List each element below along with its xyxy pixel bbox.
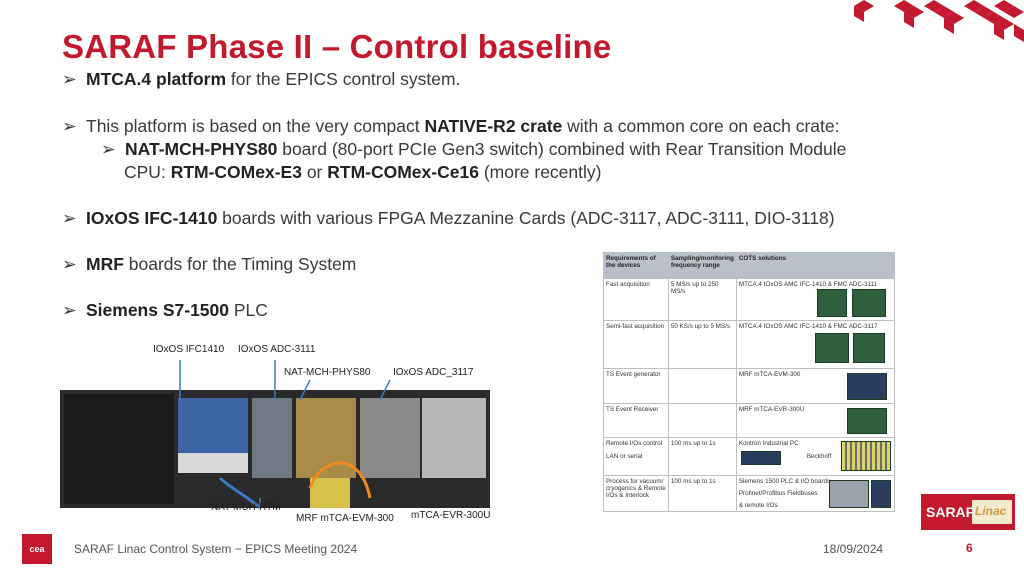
bullet-text: boards with various FPGA Mezzanine Cards…: [217, 208, 835, 228]
bullet-arrow-icon: ➢: [62, 300, 77, 320]
logo-text: Linac: [972, 500, 1012, 524]
table-row: Remote I/Os control LAN or serial 100 ms…: [603, 437, 896, 476]
bullet-arrow-icon: ➢: [62, 208, 77, 228]
bullet-bold: NAT-MCH-PHYS80: [125, 139, 278, 159]
board-image: [814, 333, 849, 363]
bullet-bold: RTM-COMex-Ce16: [327, 162, 479, 182]
photo-label-phys80: NAT-MCH-PHYS80: [284, 367, 371, 378]
table-row: TS Event Receiver MRF mTCA-EVR-300U: [603, 403, 896, 438]
table-cell: 5 MS/s up to 250 MS/s: [667, 278, 737, 321]
table-header-row: Requirements of the devices Sampling/mon…: [603, 252, 896, 279]
bullet-ioxos: ➢ IOxOS IFC-1410 boards with various FPGA…: [62, 207, 835, 230]
bullet-mtca-platform: ➢ MTCA.4 platform for the EPICS control s…: [62, 68, 460, 91]
table-cell-cots: Kontron Industrial PC Beckhoff: [735, 437, 896, 476]
table-cell: [667, 368, 737, 404]
table-row: Semi-fast acquisition 50 KS/s up to 5 MS…: [603, 320, 896, 369]
bullet-bold: Siemens S7-1500: [86, 300, 230, 320]
bullet-siemens: ➢ Siemens S7-1500 PLC: [62, 299, 268, 322]
subbullet-continuation: CPU: RTM-COMex-E3 or RTM-COMex-Ce16 (mor…: [124, 161, 601, 184]
bullet-native-crate: ➢ This platform is based on the very comp…: [62, 115, 839, 138]
bullet-text: CPU:: [124, 162, 171, 182]
table-cell-cots: MTCA.4 IOxOS AMC IFC-1410 & FMC ADC-3117: [735, 320, 896, 369]
table-cell: TS Event generator: [603, 368, 669, 404]
bullet-text: PLC: [229, 300, 268, 320]
bullet-bold: IOxOS IFC-1410: [86, 208, 218, 228]
photo-label-ifc1410: IOxOS IFC1410: [153, 344, 225, 355]
table-cell: 50 KS/s up to 5 MS/s: [667, 320, 737, 369]
photo-label-adc3111: IOxOS ADC-3111: [238, 344, 316, 355]
table-cell-text: & remote I/Os: [738, 502, 778, 509]
bullet-text: boards for the Timing System: [123, 254, 357, 274]
table-cell-cots: Siemens 1500 PLC & I/O boards Profinet/P…: [735, 475, 896, 512]
page-number: 6: [966, 541, 973, 555]
table-header: Requirements of the devices: [603, 252, 669, 279]
logo-text: SARAF: [926, 504, 975, 520]
table-cell-text: Kontron Industrial PC: [738, 440, 799, 447]
plc-image: [828, 480, 869, 508]
table-cell-text: Remote I/Os control: [606, 440, 662, 447]
industrial-pc-image: [740, 451, 781, 465]
table-cell: Semi-fast acquisition: [603, 320, 669, 369]
table-cell: [667, 403, 737, 438]
bullet-arrow-icon: ➢: [101, 139, 116, 159]
cea-logo: cea: [22, 534, 52, 564]
bullet-text: board (80-port PCIe Gen3 switch) combine…: [277, 139, 847, 159]
board-image: [846, 373, 887, 400]
board-image: [851, 289, 886, 317]
table-cell-text: LAN or serial: [606, 453, 643, 460]
board-image: [846, 408, 887, 434]
hardware-crate-photo: IOxOS IFC1410 IOxOS ADC-3111 NAT-MCH-PHY…: [60, 338, 505, 528]
table-cell-cots: MRF mTCA-EVM-300: [735, 368, 896, 404]
bullet-text: or: [301, 162, 328, 182]
decorative-cube-pattern: [854, 0, 1024, 42]
photo-label-evm: MRF mTCA-EVM-300: [296, 513, 394, 524]
photo-label-rtm: NAT-MCH-RTM: [211, 502, 281, 513]
table-row: TS Event generator MRF mTCA-EVM-300: [603, 368, 896, 404]
saraf-logo: SARAF Linac: [921, 494, 1015, 530]
photo-label-adc3117: IOxOS ADC_3117: [393, 367, 474, 378]
table-cell-text: MTCA.4 IOxOS AMC IFC-1410 & FMC ADC-3117: [738, 323, 878, 330]
subbullet-nat-mch: ➢ NAT-MCH-PHYS80 board (80-port PCIe Gen3…: [101, 138, 846, 161]
io-modules-image: [840, 441, 891, 471]
table-cell-text: Profinet/Profibus Fieldbuses: [738, 490, 818, 497]
bullet-bold: MTCA.4 platform: [86, 69, 226, 89]
slide-title: SARAF Phase II – Control baseline: [62, 28, 612, 65]
bullet-bold: RTM-COMex-E3: [170, 162, 302, 182]
bullet-text: This platform is based on the very compa…: [86, 116, 425, 136]
table-cell: 100 ms up to 1s: [667, 475, 737, 512]
table-cell: Remote I/Os control LAN or serial: [603, 437, 669, 476]
bullet-arrow-icon: ➢: [62, 69, 77, 89]
photo-label-evr: mTCA-EVR-300U: [411, 510, 491, 521]
table-header: Sampling/monitoring frequency range: [667, 252, 737, 279]
table-cell: Process for vacuum/ cryogenics & Remote …: [603, 475, 669, 512]
table-cell-text: MRF mTCA-EVM-300: [738, 371, 801, 378]
bullet-bold: MRF: [86, 254, 124, 274]
bullet-text: for the EPICS control system.: [226, 69, 461, 89]
table-cell: Fast acquisition: [603, 278, 669, 321]
footer-date: 18/09/2024: [823, 542, 884, 556]
table-cell: TS Event Receiver: [603, 403, 669, 438]
table-cell-text: MRF mTCA-EVR-300U: [738, 406, 805, 413]
board-image: [816, 289, 847, 317]
crate-illustration: [60, 360, 490, 510]
plc-image: [870, 480, 891, 508]
table-header: COTS solutions: [735, 252, 896, 279]
bullet-arrow-icon: ➢: [62, 116, 77, 136]
bullet-bold: NATIVE-R2 crate: [424, 116, 563, 136]
table-cell-text: Beckhoff: [806, 453, 832, 460]
bullet-arrow-icon: ➢: [62, 254, 77, 274]
bullet-text: (more recently): [478, 162, 602, 182]
table-row: Process for vacuum/ cryogenics & Remote …: [603, 475, 896, 512]
bullet-mrf: ➢ MRF boards for the Timing System: [62, 253, 356, 276]
requirements-table: Requirements of the devices Sampling/mon…: [603, 252, 896, 512]
board-image: [852, 333, 885, 363]
table-cell-cots: MTCA.4 IOxOS AMC IFC-1410 & FMC ADC-3111: [735, 278, 896, 321]
table-cell-text: MTCA.4 IOxOS AMC IFC-1410 & FMC ADC-3111: [738, 281, 878, 288]
table-row: Fast acquisition 5 MS/s up to 250 MS/s M…: [603, 278, 896, 321]
table-cell: 100 ms up to 1s: [667, 437, 737, 476]
table-cell-text: Siemens 1500 PLC & I/O boards: [738, 478, 831, 485]
bullet-text: with a common core on each crate:: [562, 116, 840, 136]
footer-caption: SARAF Linac Control System − EPICS Meeti…: [74, 542, 358, 556]
table-cell-cots: MRF mTCA-EVR-300U: [735, 403, 896, 438]
